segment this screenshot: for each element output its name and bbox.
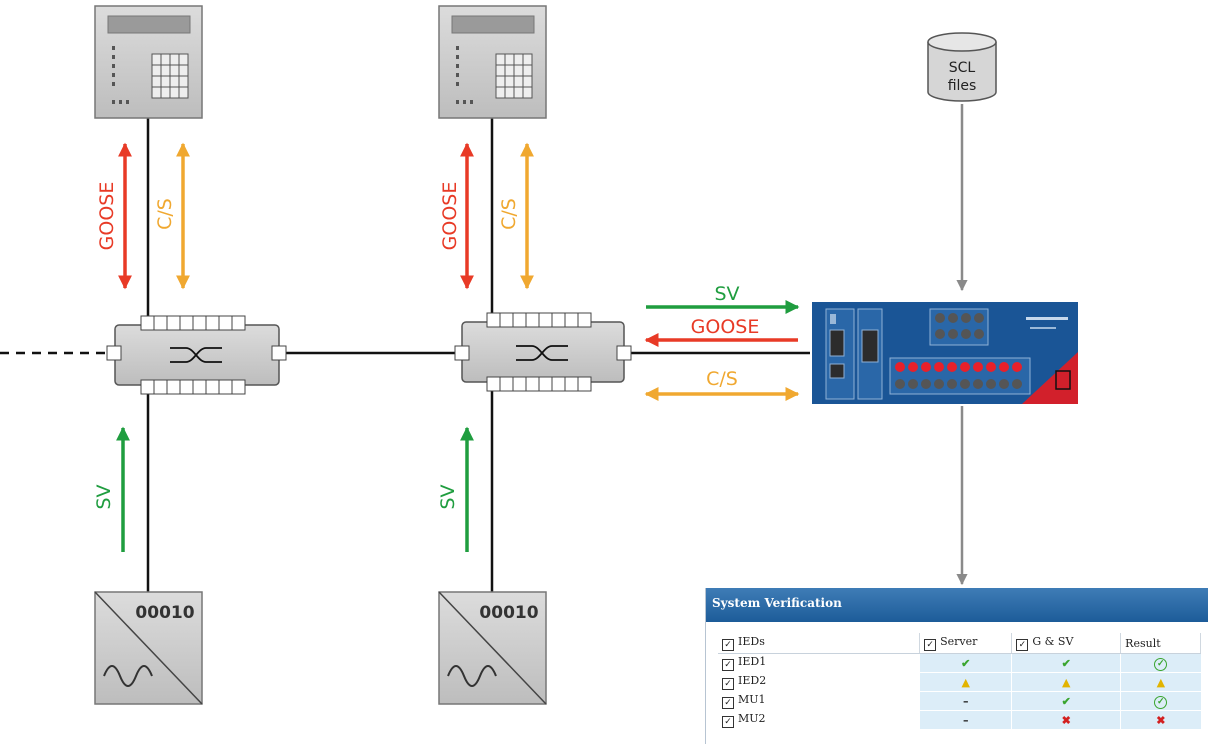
server-status: – — [919, 710, 1012, 730]
goose-label: GOOSE — [439, 182, 461, 251]
checkbox[interactable]: ✓ — [722, 716, 734, 728]
check-circle-icon: ✓ — [1154, 695, 1168, 709]
checkbox[interactable]: ✓ — [722, 659, 734, 671]
cs-label: C/S — [154, 198, 176, 230]
gsv-status: ✔ — [1011, 691, 1121, 711]
checkbox[interactable]: ✓ — [722, 678, 734, 690]
ied-device-left — [94, 5, 203, 119]
scl-files-database-icon: SCL files — [927, 32, 997, 102]
scl-label-line2: files — [948, 78, 977, 94]
gsv-status: ✔ — [1011, 653, 1121, 673]
table-row[interactable]: ✓MU1 – ✔ ✓ — [718, 691, 1201, 711]
sv-label: SV — [714, 283, 739, 305]
goose-label: GOOSE — [691, 316, 760, 338]
result-status: ▲ — [1120, 672, 1201, 692]
checkbox[interactable]: ✓ — [1016, 639, 1029, 651]
merging-unit-left: 00010 — [94, 591, 203, 705]
check-icon: ✔ — [1061, 656, 1071, 670]
sv-label: SV — [93, 484, 115, 509]
result-status: ✖ — [1120, 710, 1201, 730]
mu-value-text: 00010 — [135, 603, 194, 623]
col-header-server[interactable]: ✓Server — [919, 633, 1013, 654]
dash-icon: – — [962, 694, 969, 708]
dash-icon: – — [962, 713, 969, 727]
cross-icon: ✖ — [1061, 713, 1071, 727]
table-header-row: ✓IEDs ✓Server ✓G & SV Result — [718, 633, 1201, 654]
gsv-status: ✖ — [1011, 710, 1121, 730]
server-status: ✔ — [919, 653, 1012, 673]
warning-icon: ▲ — [1062, 675, 1071, 689]
row-name[interactable]: ✓MU2 — [718, 710, 920, 730]
warning-icon: ▲ — [1156, 675, 1166, 689]
checkbox[interactable]: ✓ — [924, 639, 937, 651]
cross-icon: ✖ — [1156, 713, 1166, 727]
server-status: – — [919, 691, 1012, 711]
checkbox[interactable]: ✓ — [722, 639, 734, 651]
gsv-status: ▲ — [1011, 672, 1121, 692]
ied-device-right — [438, 5, 547, 119]
goose-label: GOOSE — [96, 182, 118, 251]
server-status: ▲ — [919, 672, 1012, 692]
col-header-gsv[interactable]: ✓G & SV — [1011, 633, 1122, 654]
sv-label: SV — [437, 484, 459, 509]
ethernet-switch-right — [454, 312, 632, 392]
col-header-ieds[interactable]: ✓IEDs — [718, 633, 921, 654]
check-icon: ✔ — [961, 656, 971, 670]
test-set-device — [812, 302, 1078, 404]
check-circle-icon: ✓ — [1154, 657, 1168, 671]
verification-table: ✓IEDs ✓Server ✓G & SV Result ✓IED1✔✔✓✓IE… — [718, 633, 1201, 730]
network-links — [0, 118, 810, 592]
result-status: ✓ — [1120, 691, 1201, 711]
ethernet-switch-left — [106, 315, 287, 395]
table-row[interactable]: ✓IED2 ▲ ▲ ▲ — [718, 672, 1201, 692]
cs-label: C/S — [498, 198, 520, 230]
table-row[interactable]: ✓MU2 – ✖ ✖ — [718, 710, 1201, 730]
row-name[interactable]: ✓IED1 — [718, 653, 920, 673]
checkbox[interactable]: ✓ — [722, 697, 734, 709]
mu-value-text: 00010 — [479, 603, 538, 623]
cs-label: C/S — [706, 368, 738, 390]
merging-unit-right: 00010 — [438, 591, 547, 705]
panel-title: System Verification — [706, 588, 1208, 622]
col-header-result: Result — [1120, 633, 1201, 654]
table-row[interactable]: ✓IED1 ✔ ✔ ✓ — [718, 653, 1201, 673]
check-icon: ✔ — [1061, 694, 1071, 708]
result-status: ✓ — [1120, 653, 1201, 673]
system-verification-panel: System Verification ✓IEDs ✓Server ✓G & S… — [705, 588, 1208, 744]
warning-icon: ▲ — [961, 675, 970, 689]
row-name[interactable]: ✓MU1 — [718, 691, 920, 711]
row-name[interactable]: ✓IED2 — [718, 672, 920, 692]
scl-label-line1: SCL — [949, 60, 976, 76]
